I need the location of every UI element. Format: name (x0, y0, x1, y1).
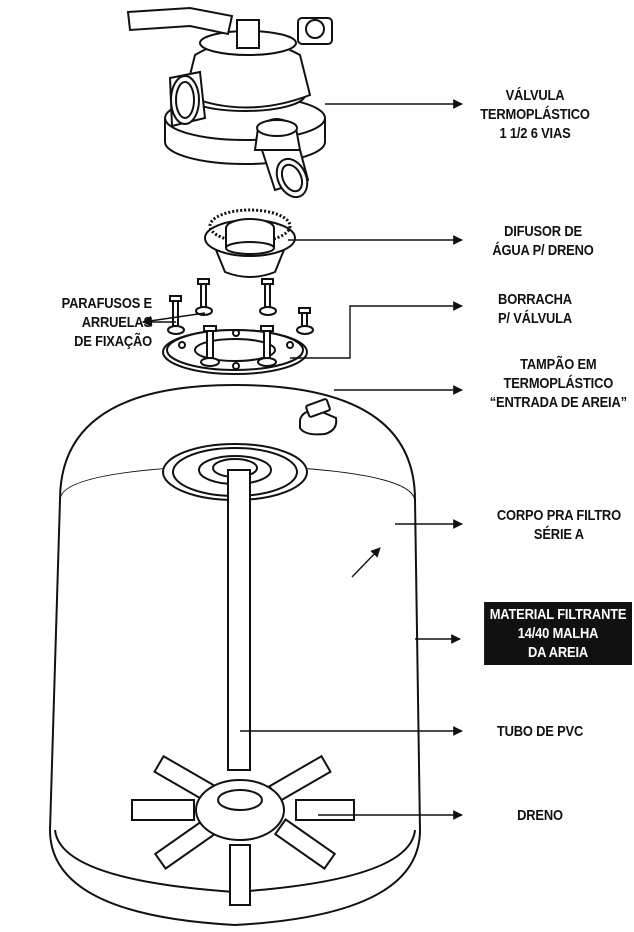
pvc-pipe (227, 469, 251, 771)
label-difusor-line-1: DIFUSOR DE (504, 223, 582, 240)
drain-laterals (131, 754, 355, 906)
label-dreno-line-1: DRENO (517, 807, 563, 824)
label-corpo: CORPO PRA FILTRO SÉRIE A (486, 506, 632, 544)
label-tampao-line-3: “ENTRADA DE AREIA” (489, 394, 627, 411)
label-dreno: DRENO (488, 806, 591, 825)
label-parafusos-line-1: PARAFUSOS E (61, 295, 153, 312)
water-diffuser (204, 208, 296, 278)
label-borracha: BORRACHA P/ VÁLVULA (479, 290, 591, 328)
label-material-line-1: MATERIAL FILTRANTE (489, 606, 627, 623)
label-parafusos-line-3: DE FIXAÇÃO (74, 333, 152, 350)
label-tampao-line-1: TAMPÃO EM (520, 356, 597, 373)
label-material-line-2: 14/40 MALHA (517, 625, 599, 642)
label-borracha-line-1: BORRACHA (498, 291, 572, 308)
label-tampao-line-2: TERMOPLÁSTICO (503, 375, 614, 392)
label-valvula-line-1: VÁLVULA (505, 87, 565, 104)
label-valvula: VÁLVULA TERMOPLÁSTICO 1 1/2 6 VIAS (471, 86, 600, 143)
label-material-line-3: DA AREIA (528, 644, 589, 661)
multiport-valve (126, 6, 333, 199)
label-borracha-line-2: P/ VÁLVULA (497, 310, 573, 327)
label-valvula-line-2: TERMOPLÁSTICO (480, 106, 590, 123)
label-tubo-line-1: TUBO DE PVC (496, 723, 584, 740)
label-difusor: DIFUSOR DE ÁGUA P/ DRENO (479, 222, 608, 260)
label-corpo-line-1: CORPO PRA FILTRO (496, 507, 621, 524)
label-material: MATERIAL FILTRANTE 14/40 MALHA DA AREIA (484, 602, 632, 665)
label-corpo-line-2: SÉRIE A (533, 526, 584, 543)
label-parafusos: PARAFUSOS E ARRUELAS DE FIXAÇÃO (25, 294, 153, 351)
label-valvula-line-3: 1 1/2 6 VIAS (499, 125, 571, 142)
valve-gasket (162, 329, 308, 375)
leader-lines (142, 99, 463, 820)
label-tampao: TAMPÃO EM TERMOPLÁSTICO “ENTRADA DE AREI… (483, 355, 634, 412)
screws-and-washers (167, 278, 314, 367)
label-difusor-line-2: ÁGUA P/ DRENO (492, 242, 594, 259)
label-parafusos-line-2: ARRUELAS (81, 314, 152, 331)
label-tubo: TUBO DE PVC (480, 722, 600, 741)
